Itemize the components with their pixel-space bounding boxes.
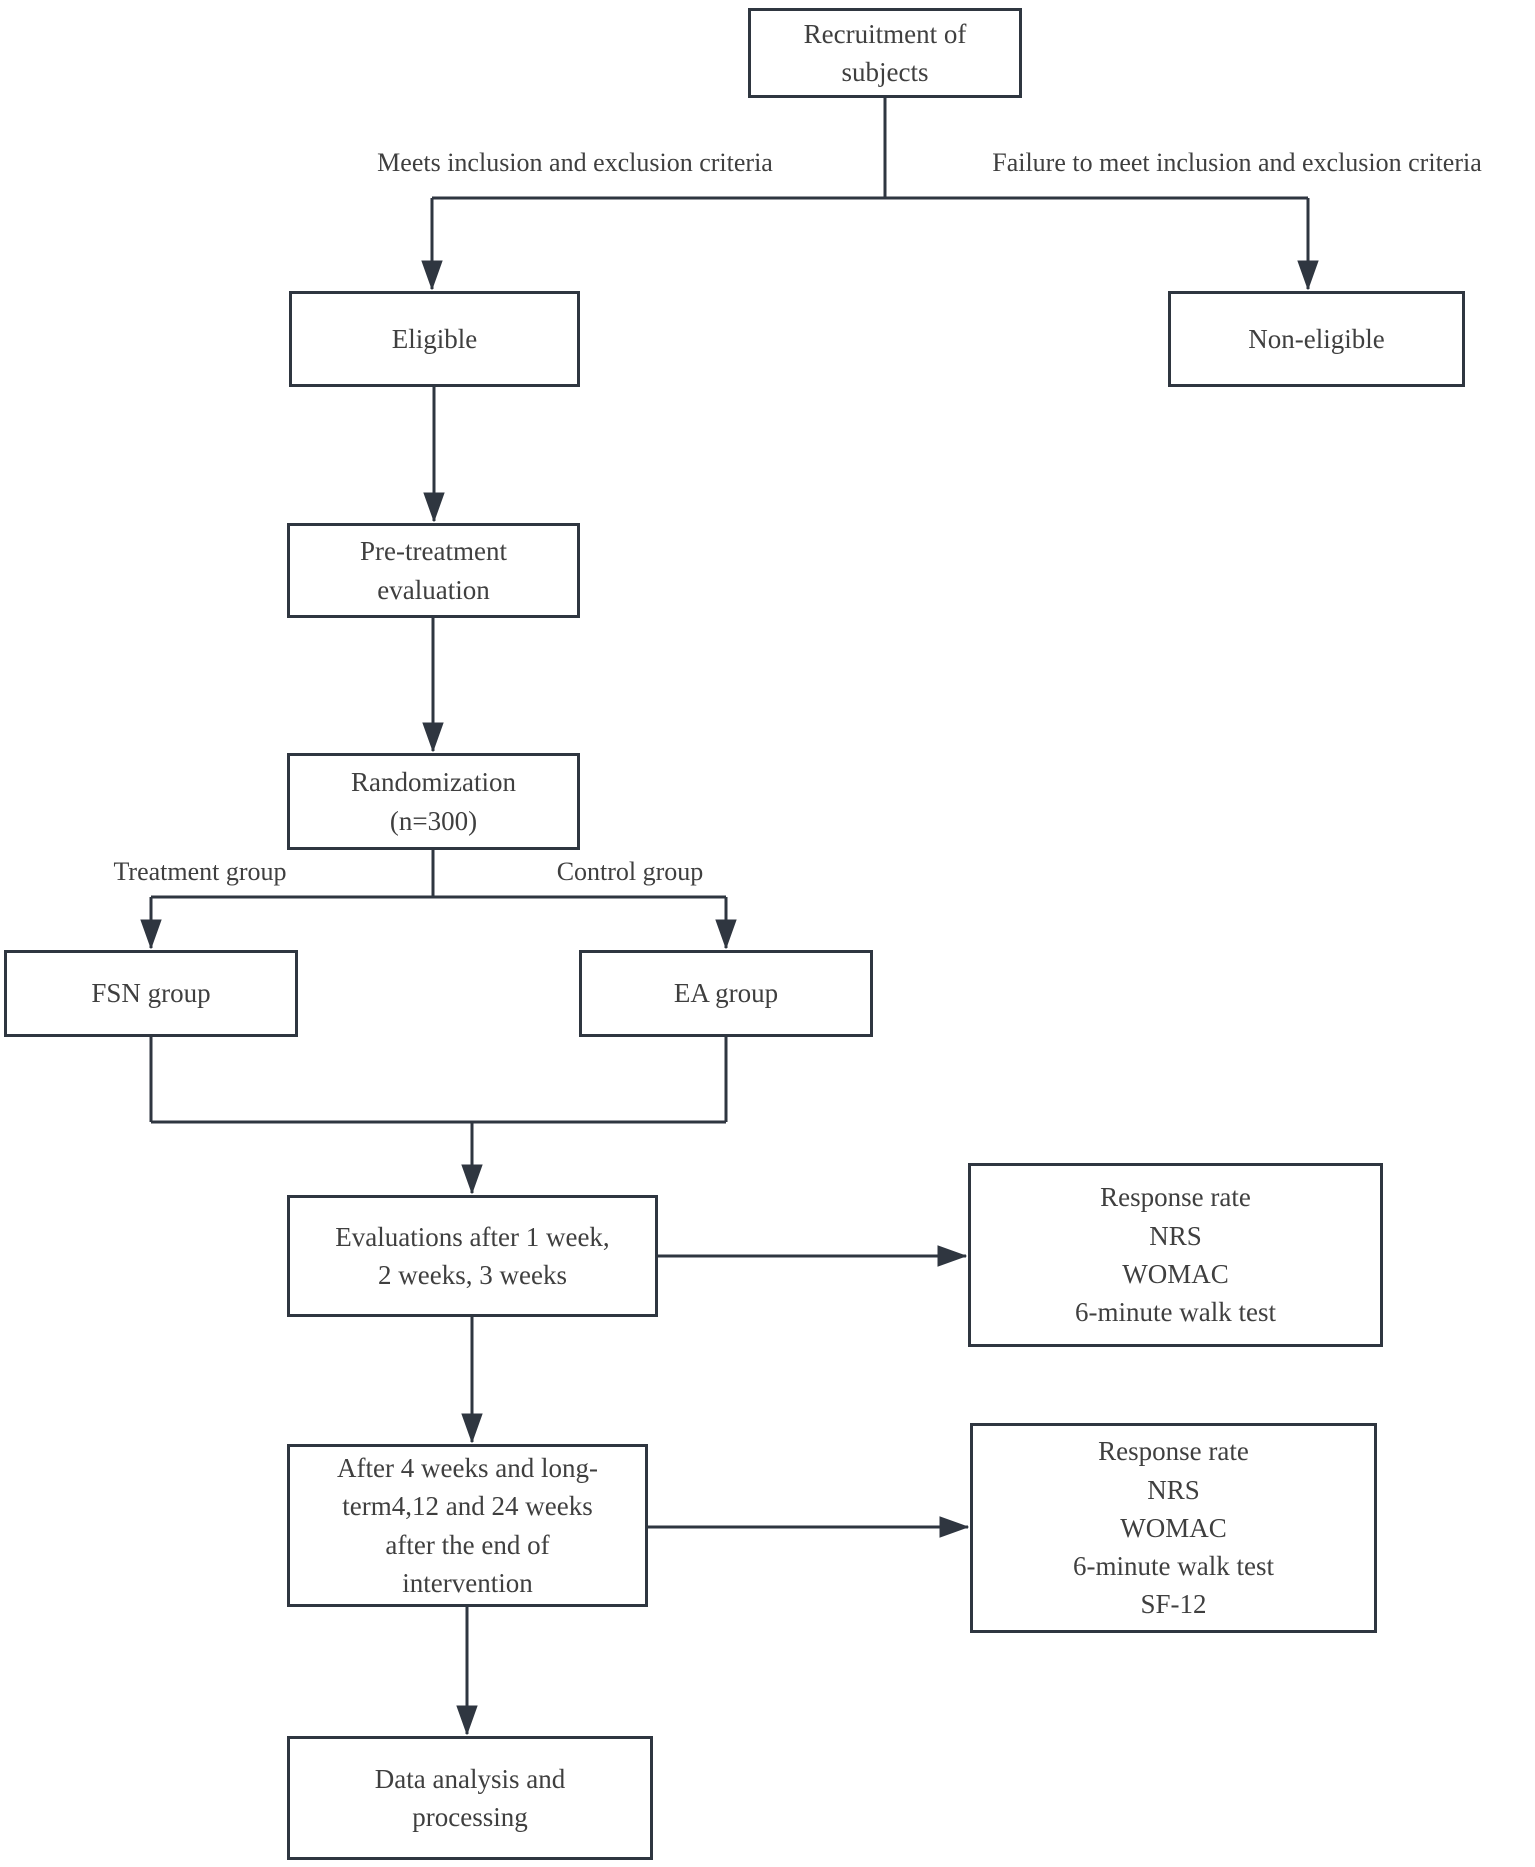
node-pre-treatment: Pre-treatment evaluation	[287, 523, 580, 618]
node-data-analysis: Data analysis and processing	[287, 1736, 653, 1860]
node-recruitment: Recruitment of subjects	[748, 8, 1022, 98]
edge-label-treatment-group: Treatment group	[113, 857, 287, 886]
node-recruitment-label: Recruitment of subjects	[803, 18, 967, 87]
node-eligible-label: Eligible	[391, 323, 478, 354]
edge-label-fails-criteria: Failure to meet inclusion and exclusion …	[992, 148, 1482, 177]
node-outcomes-followup: Response rate NRS WOMAC 6-minute walk te…	[970, 1423, 1377, 1633]
node-ea-group-label: EA group	[673, 978, 779, 1009]
node-evaluations-weekly: Evaluations after 1 week, 2 weeks, 3 wee…	[287, 1195, 658, 1317]
node-eligible: Eligible	[289, 291, 580, 387]
edge-label-control-group: Control group	[556, 857, 704, 886]
node-outcomes-weekly-label: Response rate NRS WOMAC 6-minute walk te…	[1075, 1182, 1276, 1328]
node-evaluations-weekly-label: Evaluations after 1 week, 2 weeks, 3 wee…	[335, 1221, 610, 1290]
edge-label-meets-criteria: Meets inclusion and exclusion criteria	[377, 148, 773, 177]
node-fsn-group-label: FSN group	[91, 978, 211, 1009]
node-non-eligible-label: Non-eligible	[1248, 323, 1385, 354]
node-evaluations-followup: After 4 weeks and long- term4,12 and 24 …	[287, 1444, 648, 1607]
node-outcomes-followup-label: Response rate NRS WOMAC 6-minute walk te…	[1073, 1436, 1274, 1620]
node-evaluations-followup-label: After 4 weeks and long- term4,12 and 24 …	[337, 1452, 598, 1598]
node-data-analysis-label: Data analysis and processing	[374, 1763, 566, 1832]
node-fsn-group: FSN group	[4, 950, 298, 1037]
node-ea-group: EA group	[579, 950, 873, 1037]
node-pre-treatment-label: Pre-treatment evaluation	[360, 536, 507, 605]
node-randomization: Randomization (n=300)	[287, 753, 580, 850]
node-randomization-label: Randomization (n=300)	[351, 767, 516, 836]
node-outcomes-weekly: Response rate NRS WOMAC 6-minute walk te…	[968, 1163, 1383, 1347]
node-non-eligible: Non-eligible	[1168, 291, 1465, 387]
